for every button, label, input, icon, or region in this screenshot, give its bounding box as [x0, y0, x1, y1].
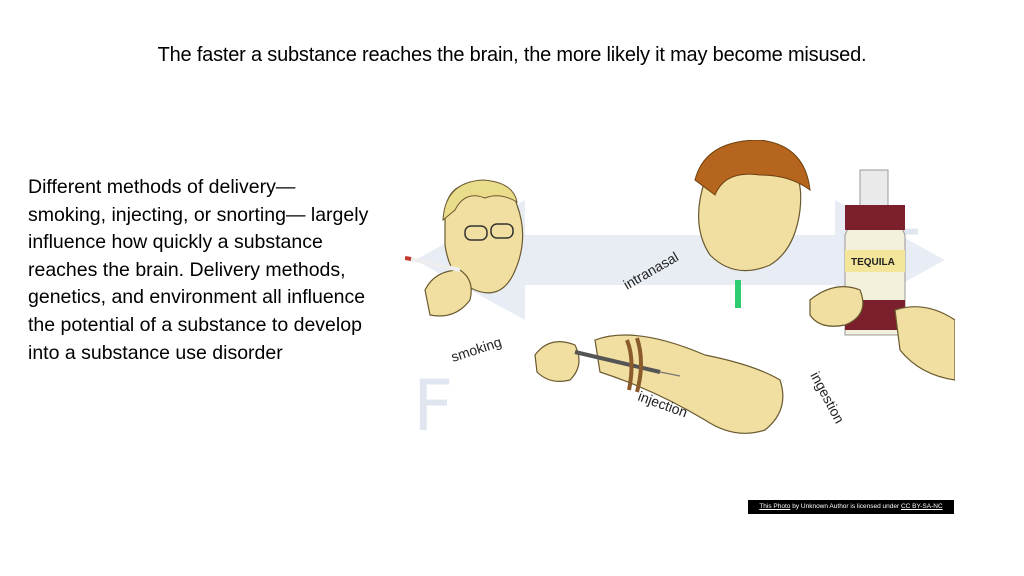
label-smoking: smoking [449, 334, 504, 365]
credit-photo-link[interactable]: This Photo [759, 503, 791, 510]
body-text: Different methods of delivery— smoking, … [28, 174, 373, 367]
credit-license-link[interactable]: CC BY-SA-NC [900, 503, 943, 510]
bottle-label: TEQUILA [851, 257, 895, 268]
label-ingestion: ingestion [807, 369, 847, 426]
watermark-letter: F [413, 365, 453, 445]
ingestion-figure: TEQUILA ingestion [807, 169, 955, 426]
injection-figure: injection [534, 334, 784, 434]
smoking-figure: smoking [405, 179, 524, 365]
slide-title: The faster a substance reaches the brain… [157, 44, 867, 66]
credit-text: by Unknown Author is licensed under [792, 503, 900, 510]
delivery-methods-illustration: F T smoking intranasal [405, 140, 955, 445]
image-credit: This Photo by Unknown Author is licensed… [748, 500, 954, 514]
body-paragraph: Different methods of delivery— smoking, … [28, 176, 369, 364]
